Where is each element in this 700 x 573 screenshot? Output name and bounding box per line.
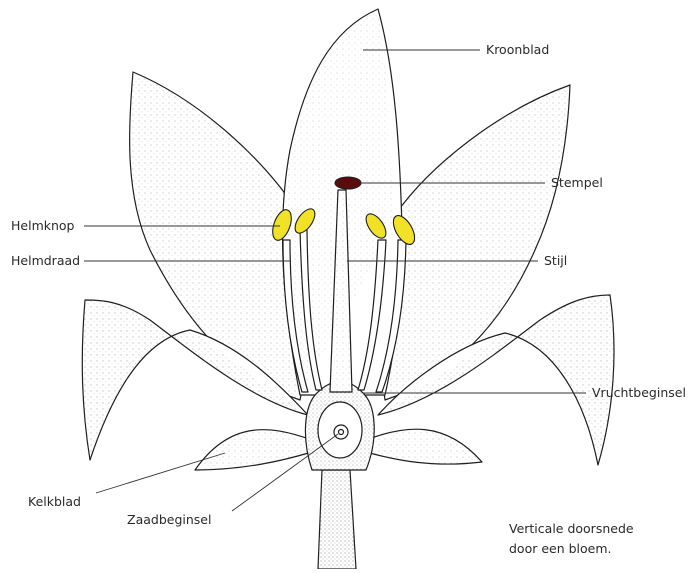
caption-line-1: Verticale doorsnede xyxy=(509,519,634,539)
label-kroonblad: Kroonblad xyxy=(486,44,549,57)
label-kelkblad: Kelkblad xyxy=(28,496,81,509)
label-helmdraad: Helmdraad xyxy=(11,255,80,268)
label-vruchtbeginsel: Vruchtbeginsel xyxy=(592,387,686,400)
stigma xyxy=(335,177,361,189)
leader-kelkblad xyxy=(96,453,225,493)
caption-line-2: door een bloem. xyxy=(509,539,634,559)
label-stijl: Stijl xyxy=(544,255,567,268)
label-stempel: Stempel xyxy=(551,177,603,190)
diagram-caption: Verticale doorsnede door een bloem. xyxy=(509,519,634,559)
label-helmknop: Helmknop xyxy=(11,220,74,233)
label-zaadbeginsel: Zaadbeginsel xyxy=(127,514,211,527)
